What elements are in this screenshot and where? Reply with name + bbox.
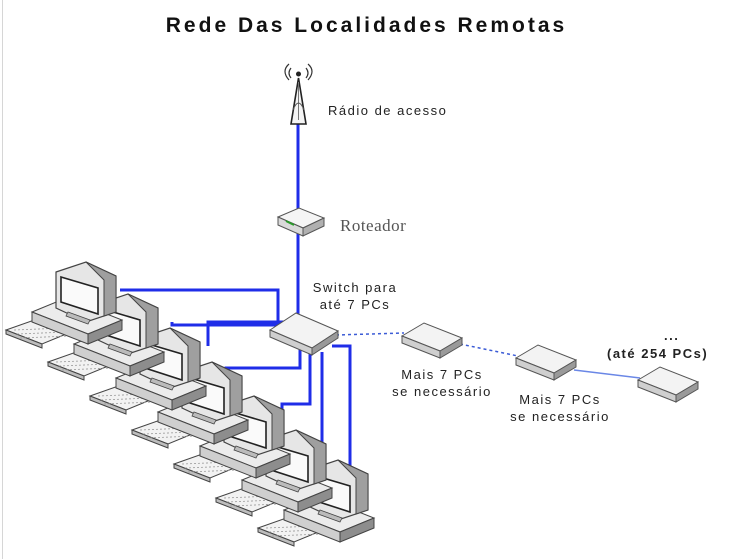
link-extra1-extra2 <box>459 343 519 357</box>
diagram-title: Rede Das Localidades Remotas <box>165 14 568 37</box>
extra-switch-1-icon <box>400 322 464 359</box>
extra-switch-2-label-line2: se necessário <box>510 409 610 424</box>
network-links <box>120 124 641 466</box>
pc-group <box>4 261 376 547</box>
extra-switch-2-icon <box>514 344 578 381</box>
radio-antenna-icon <box>284 63 313 125</box>
extra-switch-1-label-line2: se necessário <box>392 384 492 399</box>
link-pc-3 <box>206 320 292 346</box>
limit-label: (até 254 PCs) <box>607 346 709 361</box>
link-pc-1 <box>120 288 280 331</box>
pc-4-icon <box>130 361 250 449</box>
link-extra2-extra3 <box>573 369 641 379</box>
link-pc-7 <box>332 344 352 466</box>
extra-switch-1-label-line1: Mais 7 PCs <box>401 367 483 382</box>
link-pc-2 <box>170 322 284 327</box>
link-switch-extra1 <box>335 332 405 336</box>
extra-switch-2-label-line1: Mais 7 PCs <box>519 392 601 407</box>
ellipsis-label: ... <box>664 328 680 343</box>
radio-label: Rádio de acesso <box>328 103 448 118</box>
link-pc-5 <box>280 352 312 420</box>
main-switch-icon <box>268 312 340 356</box>
extra-switch-3-icon <box>636 366 700 403</box>
left-border <box>2 0 3 559</box>
router-icon <box>276 207 326 237</box>
pc-1-icon <box>4 261 124 349</box>
switch-label-line1: Switch para <box>312 280 398 295</box>
router-label: Roteador <box>340 216 407 235</box>
switch-label-line2: até 7 PCs <box>319 297 391 312</box>
